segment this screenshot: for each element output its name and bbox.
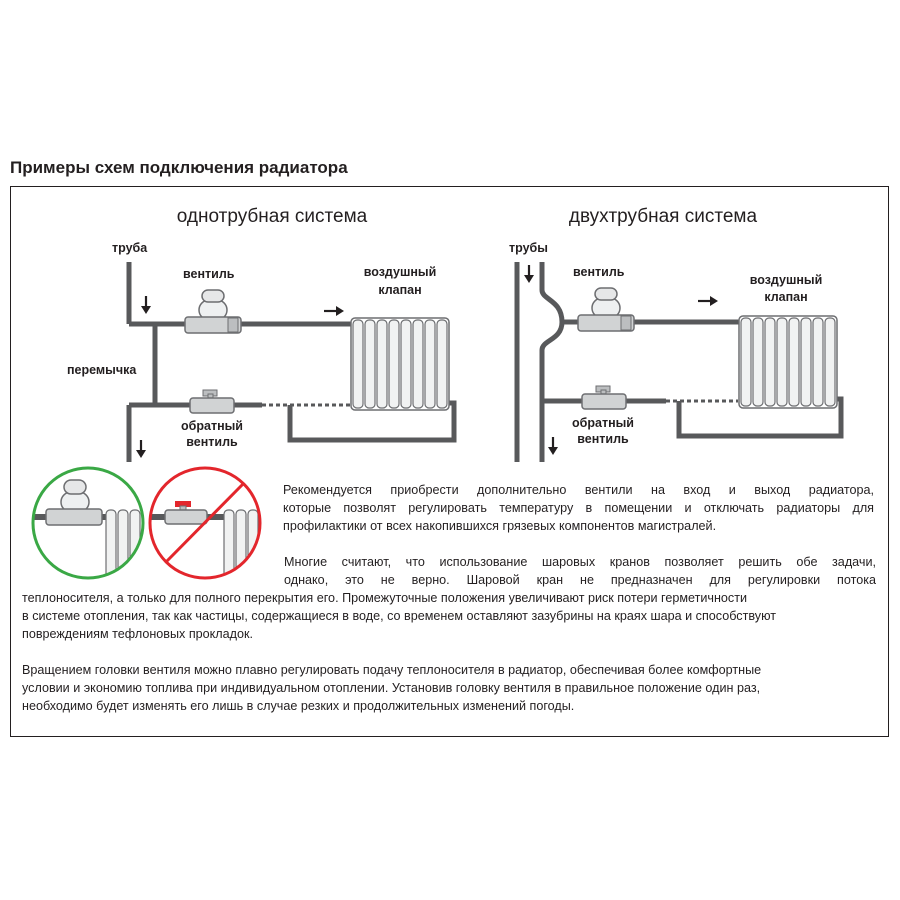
one-pipe-outflow-arrow [134,438,148,460]
two-pipe-flow-right-arrow [696,294,720,308]
two-pipe-valve-icon [577,287,635,332]
two-pipe-return-loop [676,396,844,439]
ball-valve-not-recommended-example [148,466,262,580]
one-pipe-supply-pipe [155,321,352,408]
one-pipe-riser [126,262,158,462]
two-pipe-risers [514,262,565,462]
two-pipe-supply-pipe [542,319,740,404]
p1-line: профилактики от всех накопившихся грязев… [283,519,717,533]
two-pipe-diagram: двухтрубная система трубы вентиль воздуш… [509,206,844,462]
prohibited-ring-icon [148,466,262,580]
two-pipe-return-valve-label-2: вентиль [577,432,629,446]
paragraph-ball-valves: Многие считают, что использование шаровы… [22,553,876,643]
prohibited-slash-icon [164,482,245,564]
one-pipe-return-loop [287,400,457,443]
one-pipe-return-valve-label-1: обратный [181,419,243,433]
two-pipe-return-valve-icon [581,385,627,410]
p2-line: Многие считают, что использование шаровы… [284,555,876,569]
two-pipe-heading: двухтрубная система [569,206,758,227]
p1-line: Рекомендуется приобрести дополнительно в… [283,483,874,497]
two-pipe-outflow-arrow [546,435,560,457]
two-pipe-air-valve-label-2: клапан [764,290,807,304]
one-pipe-diagram: однотрубная система труба вентиль воздуш… [67,206,457,462]
p3-line: Вращением головки вентиля можно плавно р… [22,663,762,677]
p2-line: однако, это не верно. Шаровой кран не пр… [284,573,876,587]
page-title: Примеры схем подключения радиатора [10,158,348,177]
one-pipe-valve-label: вентиль [183,267,235,281]
one-pipe-air-valve-label-1: воздушный [364,265,437,279]
content-frame [10,186,889,737]
one-pipe-flow-down-arrow [139,294,153,316]
p2-line: в системе отопления, так как частицы, со… [22,609,777,623]
one-pipe-bypass-label: перемычка [67,363,137,377]
one-pipe-return-valve-icon [189,389,235,414]
one-pipe-radiator-icon [350,317,450,411]
two-pipe-return-valve-label-1: обратный [572,416,634,430]
good-example-ring [31,466,145,580]
p2-line: теплоносителя, а только для полного пере… [22,591,748,605]
paragraph-valve-head-adjustment: Вращением головки вентиля можно плавно р… [22,661,876,715]
two-pipe-pipes-label: трубы [509,241,548,255]
p3-line: необходимо будет изменять его лишь в слу… [22,699,575,713]
one-pipe-return-valve-label-2: вентиль [186,435,238,449]
one-pipe-pipe-label: труба [112,241,148,255]
one-pipe-valve-icon [184,289,242,334]
p3-line: условии и экономию топлива при индивидуа… [22,681,761,695]
p2-line: повреждениям тефлоновых прокладок. [22,627,254,641]
two-pipe-inflow-arrow [522,263,536,285]
p1-line: которые позволят регулировать температур… [283,501,874,515]
paragraph-valves-recommendation: Рекомендуется приобрести дополнительно в… [283,481,874,535]
one-pipe-air-valve-label-2: клапан [378,283,421,297]
two-pipe-valve-label: вентиль [573,265,625,279]
two-pipe-radiator-icon [738,315,838,409]
one-pipe-flow-right-arrow [322,304,346,318]
two-pipe-air-valve-label-1: воздушный [750,273,823,287]
one-pipe-heading: однотрубная система [177,206,368,227]
